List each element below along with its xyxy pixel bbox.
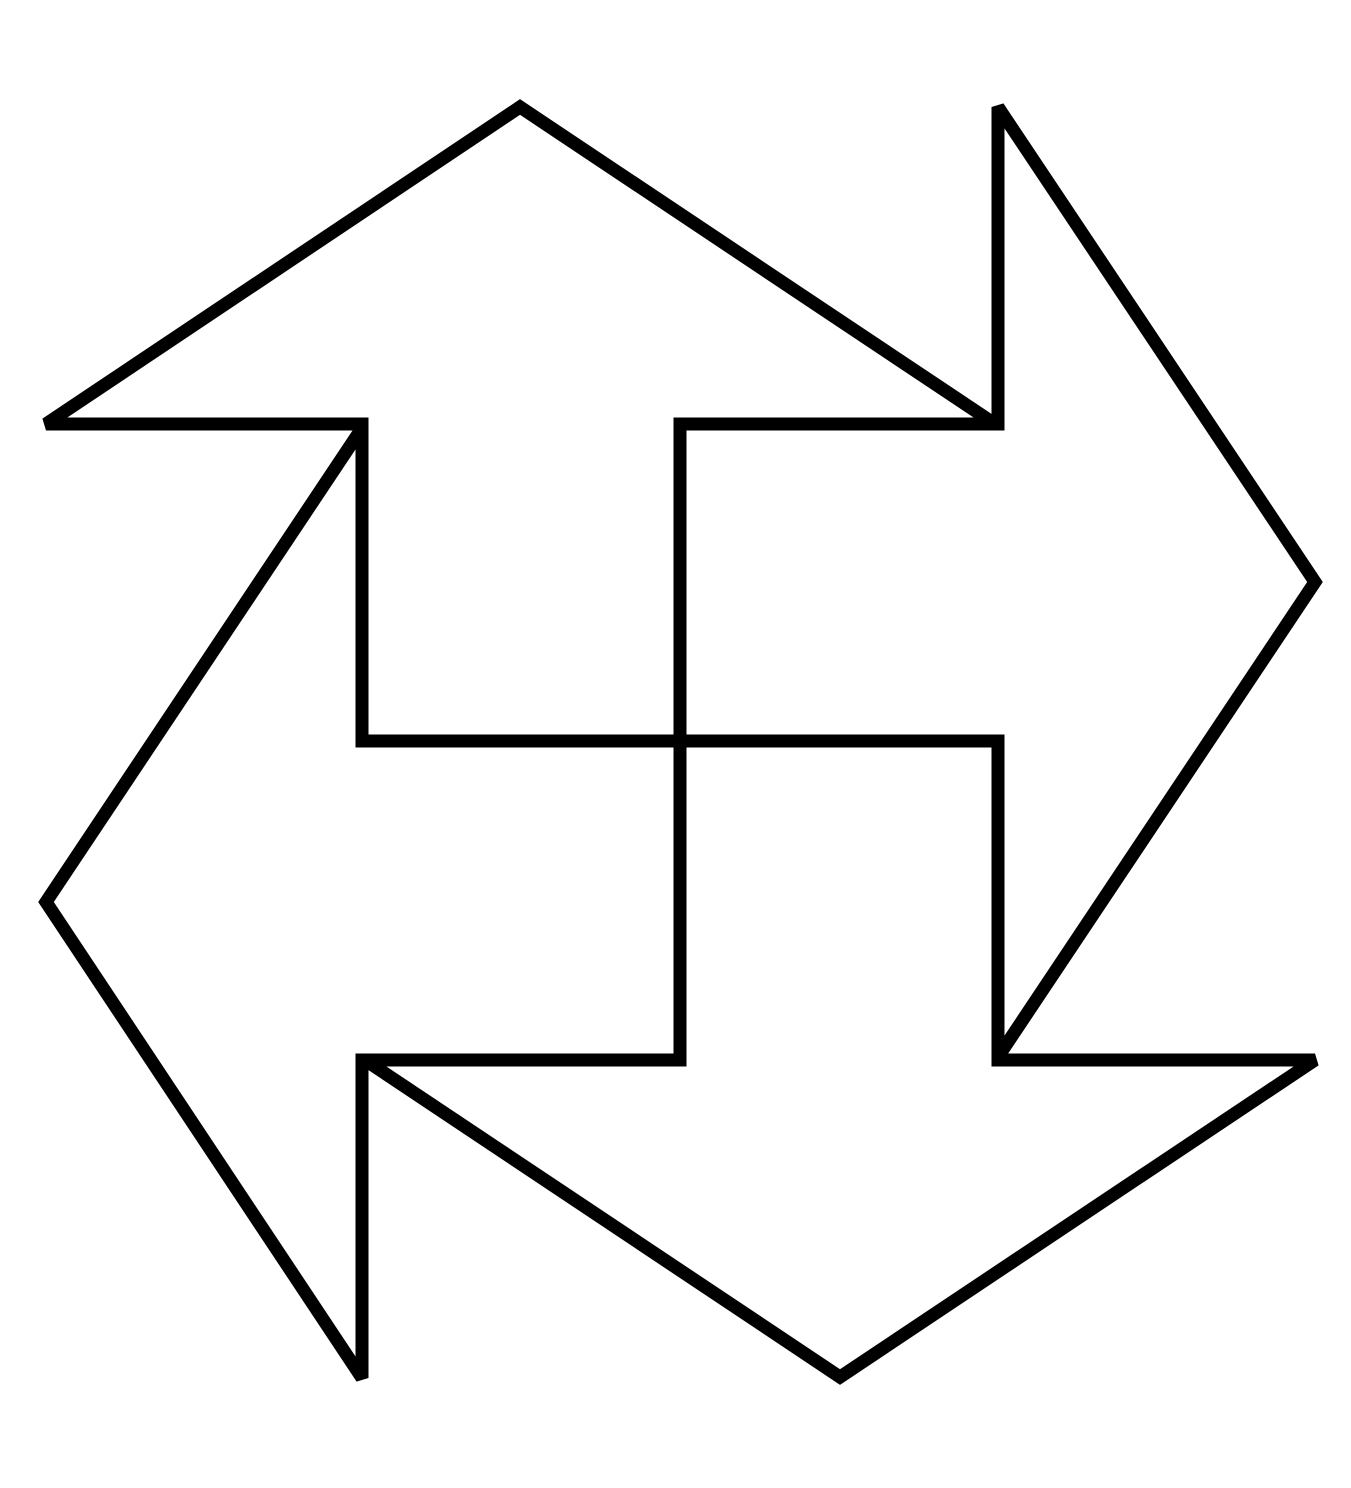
pinwheel-piece-left <box>38 424 687 1382</box>
pinwheel-pieces <box>38 99 1323 1385</box>
